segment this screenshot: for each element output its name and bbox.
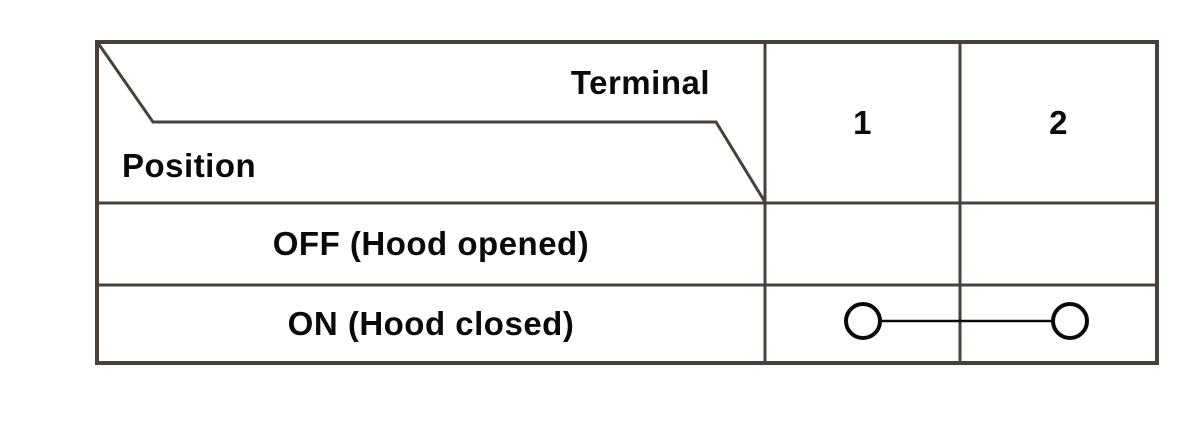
continuity-circle-terminal2 <box>1051 302 1089 340</box>
header-terminal-label: Terminal <box>570 64 710 101</box>
column-header-terminal-1: 1 <box>853 103 872 141</box>
continuity-circle-terminal1 <box>844 302 882 340</box>
header-position-label: Position <box>122 147 257 184</box>
row-label-on-hood-closed: ON (Hood closed) <box>287 305 575 342</box>
continuity-symbol-on-row <box>844 302 1089 340</box>
header-diagonal-divider <box>96 42 767 203</box>
row-label-off-hood-opened: OFF (Hood opened) <box>272 225 590 262</box>
column-header-terminal-2: 2 <box>1049 103 1068 141</box>
